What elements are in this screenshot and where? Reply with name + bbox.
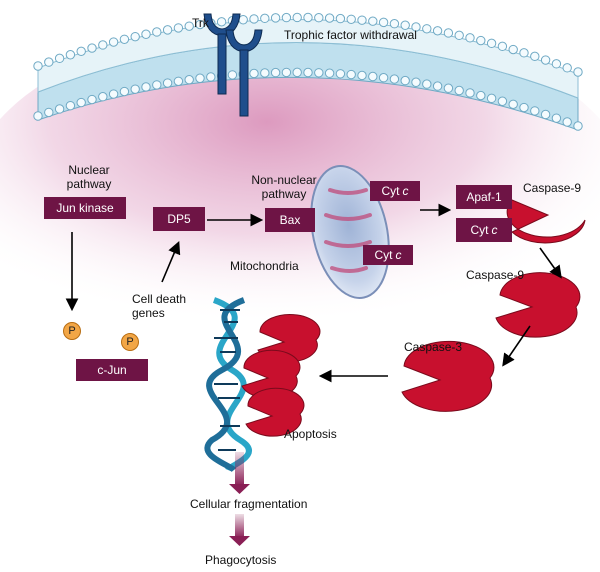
phosphate-left: P bbox=[63, 322, 81, 340]
fragmentation-arrows bbox=[229, 452, 250, 546]
bax-box: Bax bbox=[265, 208, 315, 232]
apaf1-box: Apaf-1 bbox=[456, 185, 512, 209]
arrow-casp9-to-casp9 bbox=[539, 247, 562, 279]
caspase-shapes bbox=[241, 199, 586, 437]
trk-receptor bbox=[203, 13, 263, 117]
mitochondria-label: Mitochondria bbox=[230, 259, 299, 273]
arrow-casp9-to-casp3 bbox=[502, 325, 531, 367]
phagocytosis-label: Phagocytosis bbox=[205, 553, 277, 567]
jun-kinase-box: Jun kinase bbox=[44, 197, 126, 219]
dna-helix bbox=[204, 297, 252, 473]
caspase-frag3 bbox=[245, 387, 305, 437]
caspase3-shape bbox=[401, 340, 495, 412]
cellular-fragmentation-label: Cellular fragmentation bbox=[190, 497, 308, 511]
cytoplasm-region bbox=[0, 20, 600, 360]
pathway-arrows bbox=[65, 203, 562, 383]
caspase9-mid-label: Caspase-9 bbox=[466, 268, 525, 282]
caspase3-label: Caspase-3 bbox=[404, 340, 463, 354]
phosphate-right: P bbox=[121, 333, 139, 351]
cell-membrane bbox=[33, 12, 583, 131]
trophic-factor-label: Trophic factor withdrawal bbox=[284, 28, 417, 42]
caspase9-mid-shape bbox=[495, 272, 581, 338]
apoptosis-label: Apoptosis bbox=[284, 427, 337, 441]
cjun-box: c-Jun bbox=[76, 359, 148, 381]
caspase9-top-label: Caspase-9 bbox=[523, 181, 582, 195]
dp5-box: DP5 bbox=[153, 207, 205, 231]
trk-label: Trk bbox=[192, 16, 209, 30]
arrow-genes-to-dp5 bbox=[161, 241, 181, 283]
